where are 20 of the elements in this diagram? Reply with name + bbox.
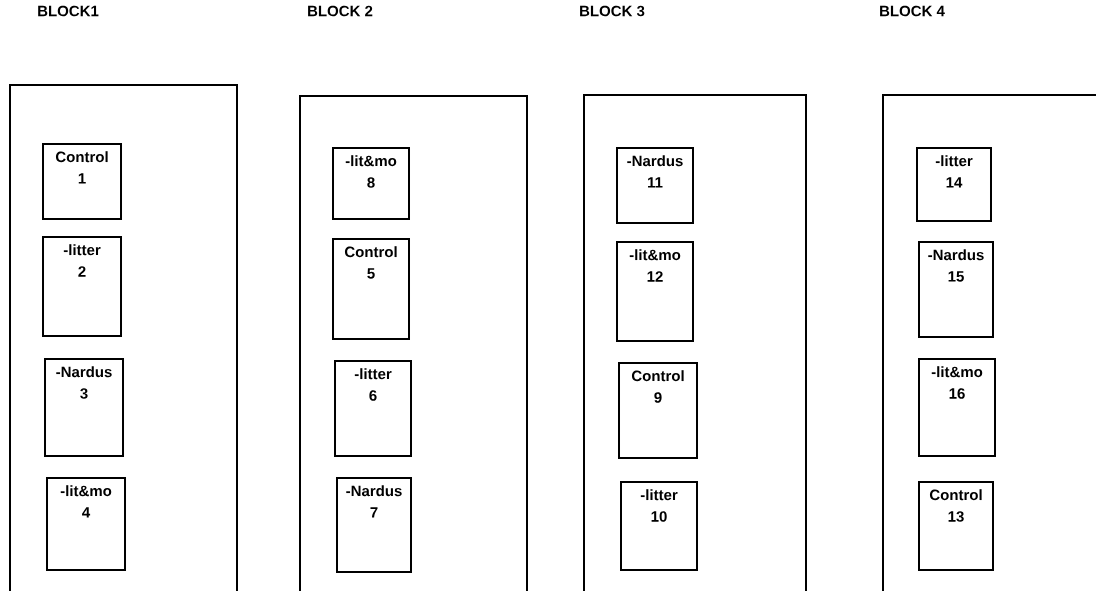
plot-box: -Nardus 3 bbox=[44, 358, 124, 457]
plot-box: -lit&mo 16 bbox=[918, 358, 996, 457]
plot-box: -lit&mo 8 bbox=[332, 147, 410, 220]
plot-box: -Nardus 11 bbox=[616, 147, 694, 224]
plot-box: Control 5 bbox=[332, 238, 410, 340]
plot-box: -litter 10 bbox=[620, 481, 698, 571]
plot-box: -litter 6 bbox=[334, 360, 412, 457]
block-title: BLOCK 3 bbox=[580, 5, 645, 17]
plot-box: -Nardus 15 bbox=[918, 241, 994, 338]
block-title: BLOCK 2 bbox=[308, 5, 373, 17]
plot-box: -Nardus 7 bbox=[336, 477, 412, 573]
plot-box: -lit&mo 12 bbox=[616, 241, 694, 342]
plot-box: -litter 2 bbox=[42, 236, 122, 337]
plot-box: -lit&mo 4 bbox=[46, 477, 126, 571]
plot-box: -litter 14 bbox=[916, 147, 992, 222]
plot-box: Control 9 bbox=[618, 362, 698, 459]
block-title: BLOCK1 bbox=[38, 5, 99, 17]
block-title: BLOCK 4 bbox=[880, 5, 945, 17]
plot-box: Control 1 bbox=[42, 143, 122, 220]
plot-box: Control 13 bbox=[918, 481, 994, 571]
